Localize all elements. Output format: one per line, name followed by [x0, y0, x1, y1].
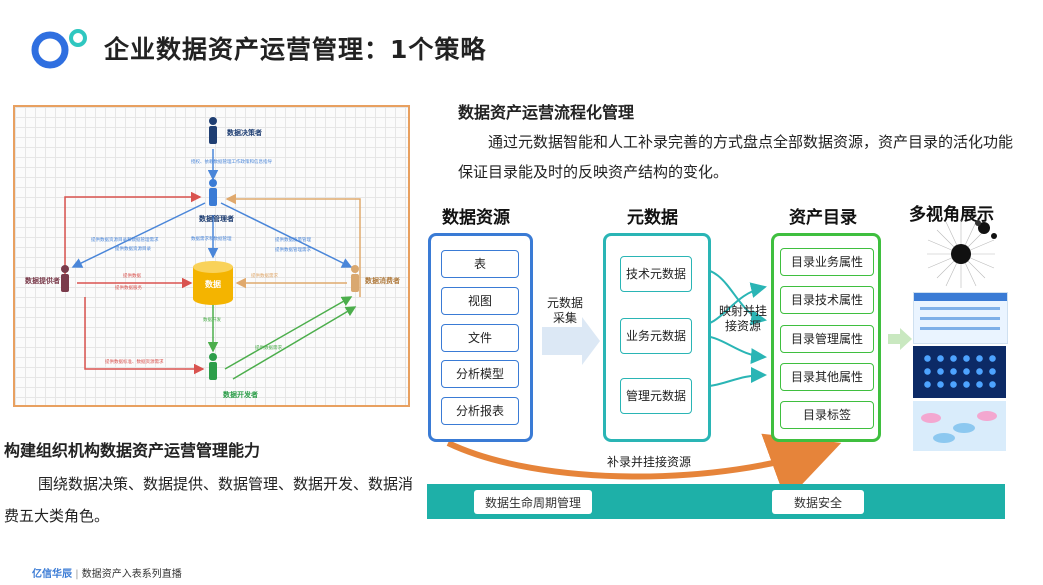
metadata-item: 业务元数据 [620, 318, 692, 354]
org-role-diagram: 数据决策者 数据管理者 数据提供者 数据消费者 数据开发者 数据 授权、依赖数据… [13, 105, 410, 407]
resources-box: 表 视图 文件 分析模型 分析报表 [428, 233, 533, 442]
note-n6: 提供数据资源目录 [115, 245, 151, 252]
supplement-label: 补录并挂接资源 [607, 455, 692, 469]
catalog-item: 目录管理属性 [780, 325, 874, 353]
right-heading: 数据资产运营流程化管理 [458, 103, 635, 122]
left-heading: 构建组织机构数据资产运营管理能力 [4, 441, 261, 460]
dashboard-thumbnail-3 [913, 401, 1006, 451]
catalog-item: 目录其他属性 [780, 363, 874, 391]
col-title-catalog: 资产目录 [789, 208, 857, 228]
security-pill: 数据安全 [772, 490, 864, 514]
catalog-item: 目录技术属性 [780, 286, 874, 314]
label-manager: 数据管理者 [199, 214, 234, 223]
link-manager-provider [71, 202, 206, 268]
col-title-metadata: 元数据 [627, 208, 678, 228]
metadata-box: 技术元数据 业务元数据 管理元数据 [603, 233, 711, 442]
link-consumer-manager [225, 193, 361, 297]
metadata-item: 技术元数据 [620, 256, 692, 292]
label-developer: 数据开发者 [223, 390, 258, 399]
note-n7: 提供数据管理需求 [275, 246, 311, 253]
dashboard-thumbnail-2 [913, 346, 1006, 398]
decision-maker-icon [209, 117, 217, 144]
resource-item: 视图 [441, 287, 519, 315]
supplement-arrow [446, 433, 842, 485]
collect-arrow [542, 317, 600, 365]
resource-item: 分析报表 [441, 397, 519, 425]
brand-tagline: 数据资产入表系列直播 [81, 569, 182, 580]
resource-item: 文件 [441, 324, 519, 352]
note-n10: 提供数据标准、数据资源需求 [105, 358, 164, 365]
catalog-item: 目录标签 [780, 401, 874, 429]
radial-graph-thumbnail [927, 220, 997, 288]
manager-icon [209, 179, 217, 206]
link-developer-consumer [224, 296, 353, 370]
resource-item: 表 [441, 250, 519, 278]
link-provider-manager [64, 191, 202, 277]
left-paragraph: 围绕数据决策、数据提供、数据管理、数据开发、数据消费五大类角色。 [4, 475, 414, 525]
metadata-item: 管理元数据 [620, 378, 692, 414]
data-cylinder-icon [193, 261, 233, 305]
consumer-icon [351, 265, 359, 292]
brand-name: 亿信华辰 [32, 569, 72, 580]
col-title-resources: 数据资源 [442, 208, 510, 228]
label-consumer: 数据消费者 [365, 276, 400, 285]
brand-footer: 亿信华辰 | 数据资产入表系列直播 [32, 569, 182, 580]
views-arrow-icon [888, 328, 912, 350]
footer-bar: 数据生命周期管理 数据安全 [427, 484, 1005, 519]
resource-item: 分析模型 [441, 360, 519, 388]
lifecycle-pill: 数据生命周期管理 [474, 490, 592, 514]
note-n9: 数据开发 [203, 316, 221, 323]
note-n8: 提供数据需求 [251, 272, 278, 279]
catalog-box: 目录业务属性 目录技术属性 目录管理属性 目录其他属性 目录标签 [771, 233, 881, 442]
developer-icon [209, 353, 217, 380]
right-paragraph: 通过元数据智能和人工补录完善的方式盘点全部数据资源，资产目录的活化功能保证目录能… [458, 133, 1014, 181]
note-n1: 授权、依赖数据管理工作政策和信息指导 [191, 158, 272, 165]
catalog-item: 目录业务属性 [780, 248, 874, 276]
note-n5: 提供数据 [123, 272, 141, 279]
label-data: 数据 [205, 279, 221, 289]
link-manager-consumer [220, 202, 353, 268]
note-n2: 提供数据资源目录和数据管理需求 [91, 236, 159, 243]
page-title: 企业数据资产运营管理：1个策略 [104, 35, 487, 64]
label-decision: 数据决策者 [227, 128, 262, 137]
note-n11: 提供数据需求 [255, 344, 282, 351]
collect-label: 元数据 采集 [547, 296, 584, 325]
label-provider: 数据提供者 [25, 276, 60, 285]
logo-icon [31, 29, 87, 69]
col-title-views: 多视角展示 [909, 205, 994, 225]
map-label: 映射并挂 接资源 [719, 304, 768, 333]
provider-icon [61, 265, 69, 292]
link-provider-developer [84, 297, 205, 375]
note-n3: 数据需求和数据管理 [191, 235, 232, 242]
note-n4: 提供数据质量管理 [275, 236, 311, 243]
dashboard-thumbnail-1 [913, 292, 1008, 344]
note-n12: 提供数据服务 [115, 284, 142, 291]
